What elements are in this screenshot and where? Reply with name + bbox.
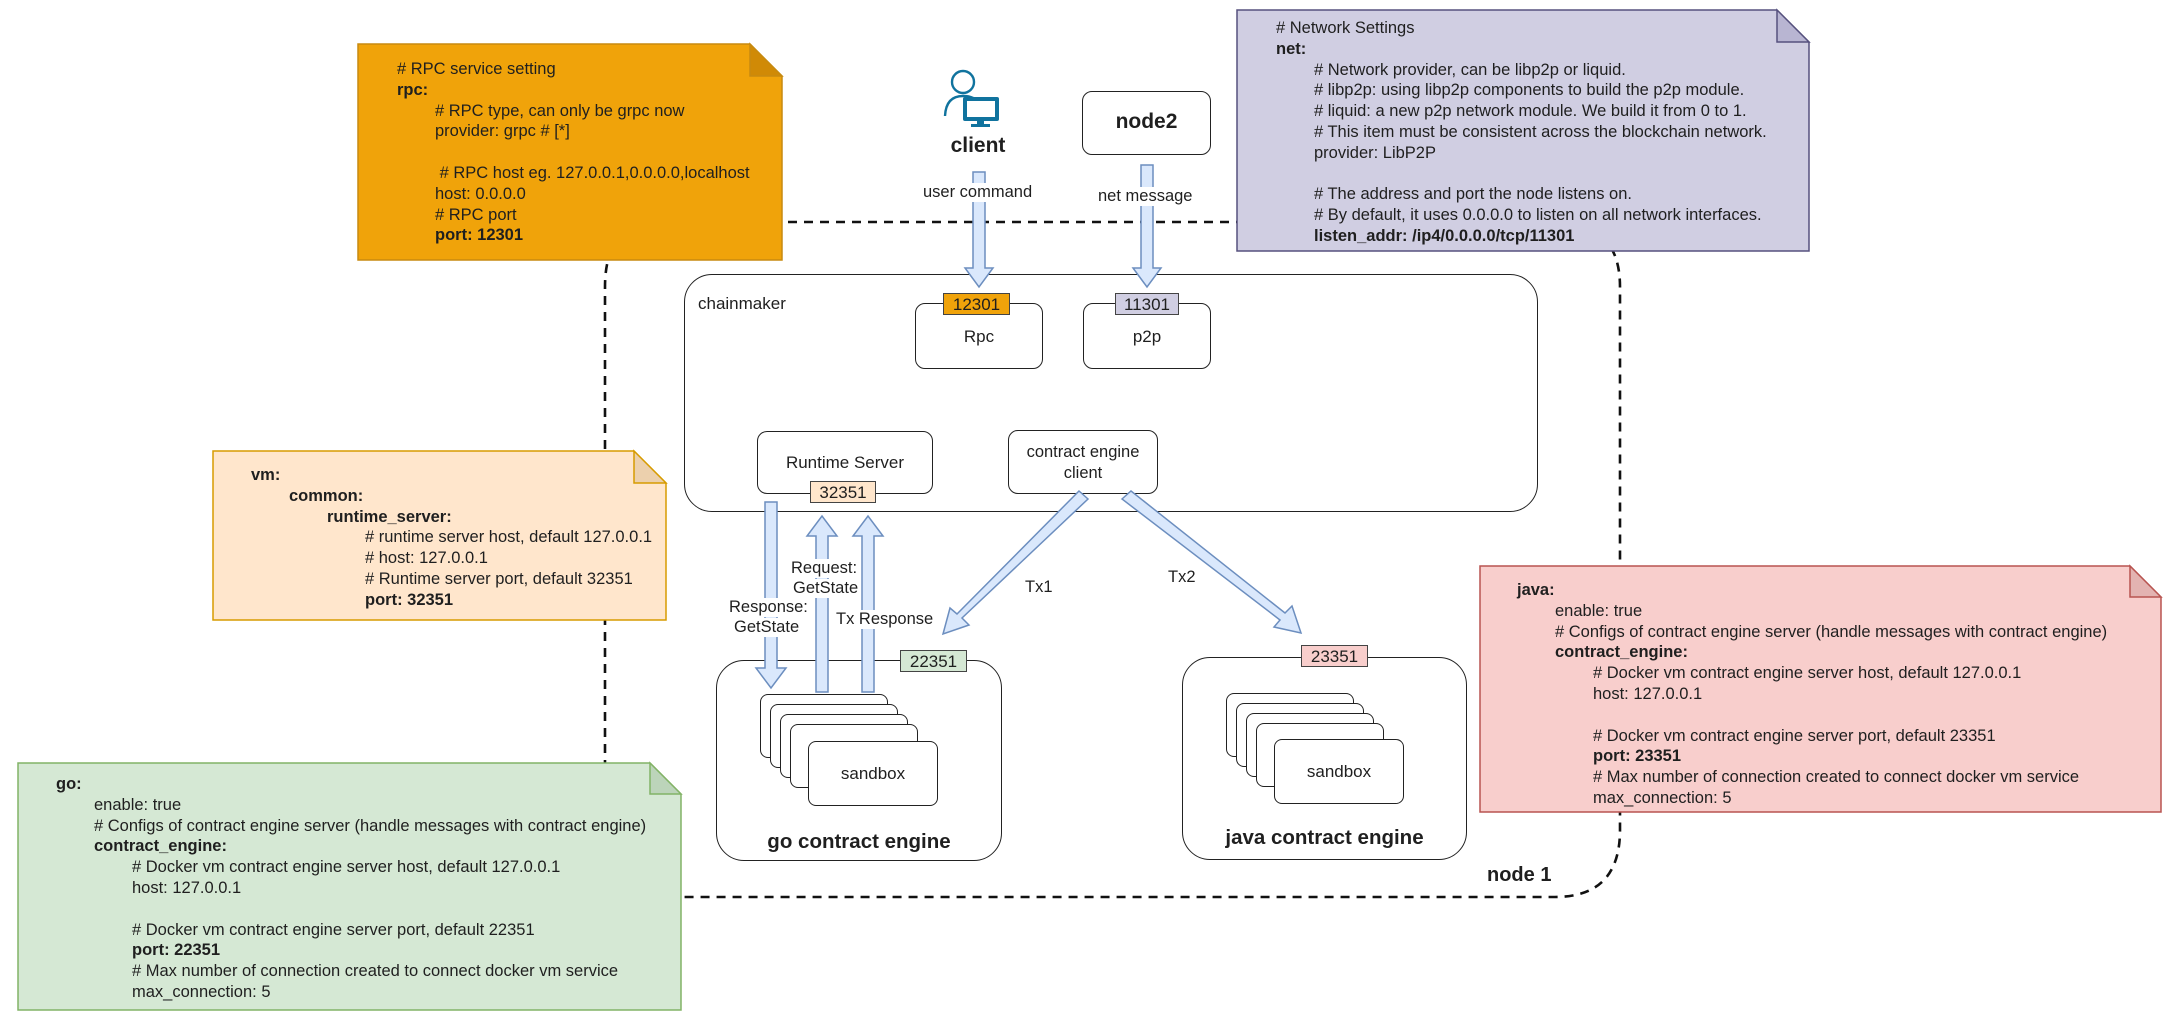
note-line: port: 23351 bbox=[1593, 747, 1682, 766]
note-line: # Docker vm contract engine server host,… bbox=[132, 858, 561, 877]
note-line: vm: bbox=[251, 466, 281, 484]
rpc-config-note: # RPC service setting rpc: # RPC type, can… bbox=[397, 59, 750, 246]
client-label: client bbox=[950, 134, 1006, 157]
vm-note-shape bbox=[212, 450, 667, 621]
note-line: provider: grpc # [*] bbox=[435, 122, 570, 141]
java-sandbox-front bbox=[1274, 739, 1404, 804]
edge-label-tx1: Tx1 bbox=[1025, 578, 1053, 596]
note-line: # The address and port the node listens … bbox=[1314, 185, 1632, 204]
note-line: # Network provider, can be libp2p or liq… bbox=[1314, 60, 1626, 79]
java-sandbox-label: sandbox bbox=[1306, 762, 1372, 781]
go-sandbox-front bbox=[808, 741, 938, 806]
chainmaker-label: chainmaker bbox=[698, 294, 786, 313]
note-line: host: 127.0.0.1 bbox=[1593, 684, 1703, 703]
runtime-server-label: Runtime Server bbox=[785, 453, 905, 472]
note-line: java: bbox=[1517, 581, 1555, 599]
note-line: enable: true bbox=[1555, 601, 1643, 620]
note-line: common: bbox=[289, 486, 364, 505]
note-line: listen_addr: /ip4/0.0.0.0/tcp/11301 bbox=[1314, 226, 1575, 245]
note-line: port: 22351 bbox=[132, 941, 221, 960]
arrow-tx-response bbox=[851, 514, 885, 693]
edge-label-tx2: Tx2 bbox=[1168, 568, 1196, 586]
p2p-port-badge: 11301 bbox=[1115, 293, 1179, 315]
node2-box bbox=[1082, 91, 1211, 155]
contract-engine-client-box bbox=[1008, 430, 1158, 494]
go-config-note: go: enable: true # Configs of contract eng… bbox=[56, 774, 646, 1003]
note-line: port: 12301 bbox=[435, 226, 524, 245]
note-line: # Docker vm contract engine server port,… bbox=[1593, 726, 1996, 745]
note-line: # RPC type, can only be grpc now bbox=[435, 101, 685, 120]
arrow-net-message bbox=[1131, 164, 1163, 289]
note-line: provider: LibP2P bbox=[1314, 143, 1436, 162]
go-port-badge: 22351 bbox=[900, 650, 967, 672]
java-note-shape bbox=[1479, 565, 2162, 813]
go-note-shape bbox=[17, 762, 682, 1011]
note-line: contract_engine: bbox=[94, 837, 227, 856]
rpc-port-badge: 12301 bbox=[943, 293, 1010, 315]
note-line: runtime_server: bbox=[327, 507, 452, 526]
rpc-note-shape bbox=[357, 43, 783, 261]
note-line: # Runtime server port, default 32351 bbox=[365, 569, 633, 588]
note-line: # runtime server host, default 127.0.0.1 bbox=[365, 528, 653, 547]
note-line: # host: 127.0.0.1 bbox=[365, 549, 488, 568]
arrow-tx2 bbox=[1120, 490, 1303, 635]
edge-label-request-line1: Request: bbox=[791, 559, 858, 578]
note-line: # liquid: a new p2p network module. We b… bbox=[1314, 102, 1747, 121]
note-line: port: 32351 bbox=[365, 590, 454, 609]
note-line: # Network Settings bbox=[1276, 19, 1415, 37]
note-line: max_connection: 5 bbox=[1593, 788, 1732, 807]
note-line: # RPC port bbox=[435, 205, 517, 224]
arrow-tx1 bbox=[941, 489, 1090, 636]
contract-engine-client-label-line1: contract engine bbox=[1026, 443, 1140, 461]
note-line: rpc: bbox=[397, 80, 429, 99]
go-contract-engine-label: go contract engine bbox=[767, 830, 951, 853]
java-config-note: java:enable: true # Configs of contract e… bbox=[1517, 580, 2107, 809]
note-line: # Configs of contract engine server (han… bbox=[1555, 622, 2108, 641]
note-line: # By default, it uses 0.0.0.0 to listen … bbox=[1314, 206, 1762, 225]
node1-label: node 1 bbox=[1487, 864, 1552, 886]
vm-config-note: vm: common: runtime_server: # runtime serve… bbox=[251, 465, 652, 611]
edge-label-net-message: net message bbox=[1097, 187, 1194, 206]
contract-engine-client-label-line2: client bbox=[1063, 464, 1103, 482]
note-line: enable: true bbox=[94, 795, 182, 814]
note-line: host: 127.0.0.1 bbox=[132, 878, 242, 897]
edge-label-tx-response: Tx Response bbox=[836, 610, 934, 629]
go-sandbox-label: sandbox bbox=[840, 764, 906, 783]
node2-label: node2 bbox=[1115, 110, 1178, 133]
java-port-badge: 23351 bbox=[1301, 645, 1368, 667]
arrow-response-getstate bbox=[754, 501, 788, 690]
java-contract-engine-container bbox=[1182, 657, 1467, 860]
edge-label-request-line2: GetState bbox=[793, 579, 859, 598]
edge-label-user-command: user command bbox=[922, 183, 1034, 202]
network-config-note: # Network Settings net: # Network provider… bbox=[1276, 18, 1767, 247]
edge-label-response-line2: GetState bbox=[734, 618, 800, 637]
note-line: # Max number of connection created to co… bbox=[1593, 768, 2080, 787]
runtime-port-badge: 32351 bbox=[810, 481, 876, 503]
net-note-shape bbox=[1236, 9, 1810, 252]
edge-label-response-line1: Response: bbox=[729, 598, 808, 617]
note-line: net: bbox=[1276, 39, 1307, 58]
note-line: # Max number of connection created to co… bbox=[132, 962, 619, 981]
note-line: go: bbox=[56, 775, 82, 793]
note-line: host: 0.0.0.0 bbox=[435, 184, 526, 203]
note-line: # Docker vm contract engine server host,… bbox=[1593, 664, 2022, 683]
note-line: # RPC service setting bbox=[397, 60, 556, 78]
java-contract-engine-label: java contract engine bbox=[1225, 826, 1424, 849]
note-line: max_connection: 5 bbox=[132, 982, 271, 1001]
note-line: # Configs of contract engine server (han… bbox=[94, 816, 647, 835]
note-line: contract_engine: bbox=[1555, 643, 1688, 662]
note-line: # RPC host eg. 127.0.0.1,0.0.0.0,localho… bbox=[435, 163, 750, 182]
note-line: # libp2p: using libp2p components to bui… bbox=[1314, 81, 1745, 100]
arrow-request-getstate bbox=[805, 514, 839, 693]
p2p-label: p2p bbox=[1132, 327, 1162, 346]
note-line: # This item must be consistent across th… bbox=[1314, 122, 1767, 141]
rpc-label: Rpc bbox=[963, 327, 995, 346]
note-line: # Docker vm contract engine server port,… bbox=[132, 920, 535, 939]
